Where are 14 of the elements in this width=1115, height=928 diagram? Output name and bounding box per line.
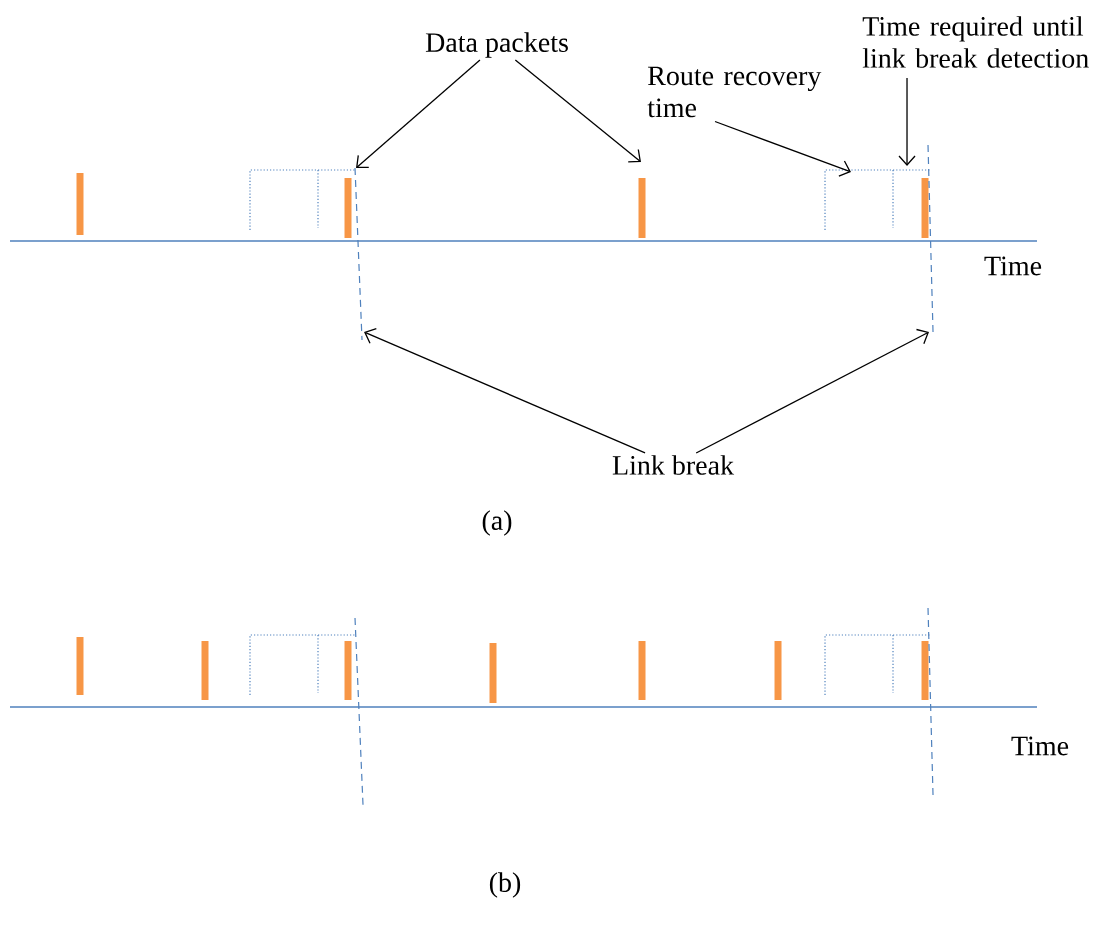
axis-label: Time xyxy=(1011,736,1069,756)
callout-text: Data packets xyxy=(425,32,568,58)
axis-label: Time xyxy=(984,256,1042,276)
callout-text: Link break xyxy=(612,455,735,475)
panel-label: (b) xyxy=(489,872,521,898)
leader-arrow xyxy=(364,327,646,454)
callout-text: Time required until link break detection xyxy=(862,16,1089,68)
leader-arrow xyxy=(356,59,481,169)
leader-arrow xyxy=(695,328,929,454)
leader-arrow xyxy=(898,77,916,166)
panel-label: (a) xyxy=(482,510,512,536)
leader-arrow xyxy=(514,59,641,163)
leader-arrow xyxy=(714,120,851,177)
callout-text: Route recovery time xyxy=(647,66,822,118)
